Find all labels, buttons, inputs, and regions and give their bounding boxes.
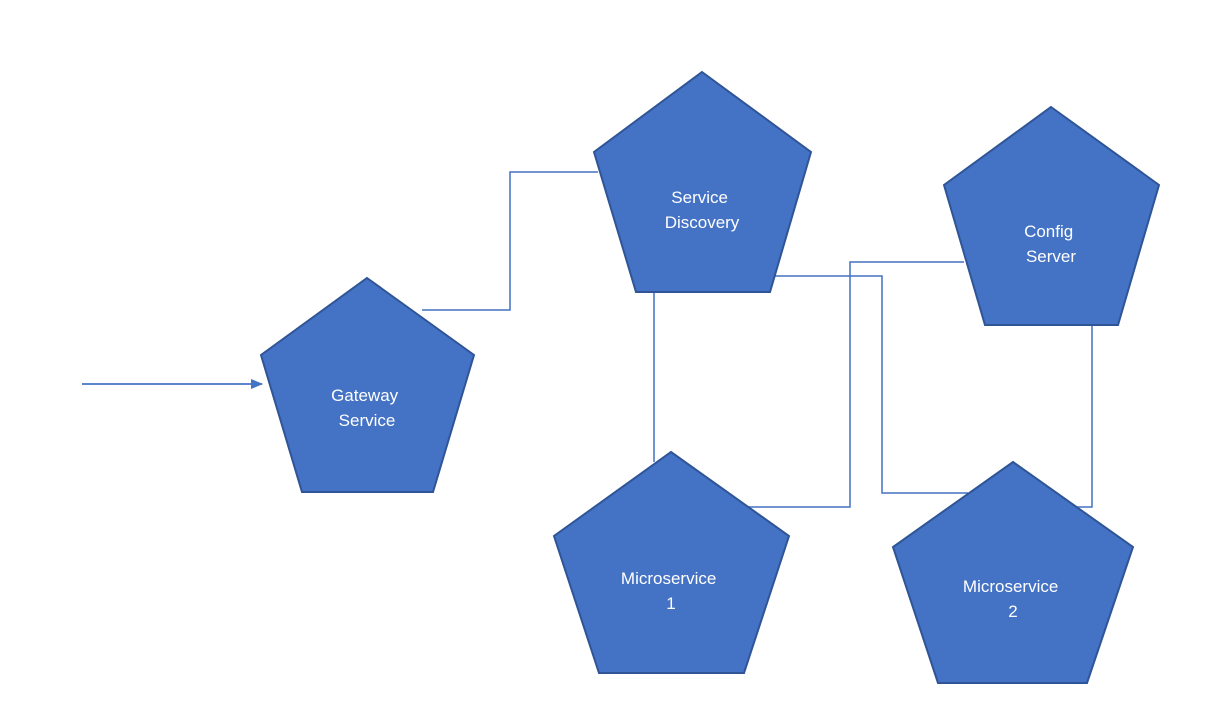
node-microservice-1[interactable]: Microservice 1 [552, 450, 791, 674]
svg-text:Gateway Service: Gateway Service [331, 386, 403, 430]
svg-text:Config Server: Config Server [1024, 222, 1078, 266]
pentagon-shape [592, 70, 813, 293]
connector-discovery-microservice2 [774, 275, 968, 494]
node-label-line2: Service [339, 411, 396, 430]
pentagon-shape [552, 450, 791, 674]
pentagon-shape [259, 276, 476, 493]
svg-text:Microservice 2: Microservice 2 [963, 577, 1063, 621]
node-label-line1: Service [671, 188, 728, 207]
connector-config-microservice2 [1066, 325, 1093, 508]
node-label-line1: Config [1024, 222, 1073, 241]
node-label-line1: Gateway [331, 386, 399, 405]
node-microservice-2[interactable]: Microservice 2 [891, 460, 1135, 684]
node-label-line1: Microservice [621, 569, 716, 588]
node-label-line2: 1 [666, 594, 675, 613]
pentagon-shape [942, 105, 1161, 326]
node-gateway-service[interactable]: Gateway Service [259, 276, 476, 493]
node-label-line2: Discovery [665, 213, 740, 232]
node-config-server[interactable]: Config Server [942, 105, 1161, 326]
pentagon-shape [891, 460, 1135, 684]
svg-text:Microservice 1: Microservice 1 [621, 569, 721, 613]
node-label-line1: Microservice [963, 577, 1058, 596]
connector-gateway-discovery [422, 171, 598, 311]
node-service-discovery[interactable]: Service Discovery [592, 70, 813, 293]
connector-config-microservice1 [748, 261, 964, 508]
node-label-line2: Server [1026, 247, 1076, 266]
node-label-line2: 2 [1008, 602, 1017, 621]
svg-text:Service Discovery: Service Discovery [665, 188, 740, 232]
